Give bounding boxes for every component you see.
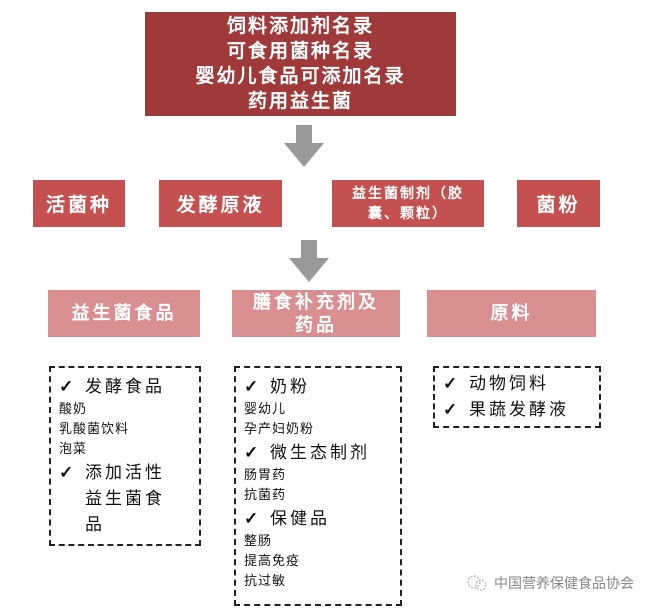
list-raw-materials: ✓ 动物饲料 ✓ 果蔬发酵液 [433,366,601,428]
list-subitem: 婴幼儿 [244,402,287,417]
top-line: 婴幼儿食品可添加名录 [195,65,406,87]
list-subitem: 肠胃药 [244,468,287,483]
list-item: ✓ 保健品 [244,506,392,532]
box-label: 原料 [490,303,533,324]
wechat-logo-icon [467,575,487,591]
regulatory-lists-box: 饲料添加剂名录 可食用菌种名录 婴幼儿食品可添加名录 药用益生菌 [145,12,456,116]
box-label-line: 膳食补充剂及 [253,291,379,313]
box-probiotic-preparations: 益生菌制剂（胶 囊、颗粒） [332,180,484,227]
list-subitem: 泡菜 [59,442,88,457]
list-item: ✓ 微生态制剂 [244,440,392,466]
check-icon: ✓ [443,374,458,394]
check-icon: ✓ [59,463,74,483]
top-line: 可食用菌种名录 [226,40,374,62]
watermark: 中国营养保健食品协会 [466,573,634,593]
box-label-line: 益生菌制剂（胶 [352,185,464,202]
down-arrow-icon [289,240,329,282]
box-label-line: 药品 [295,314,337,336]
list-subitem: 孕产妇奶粉 [244,422,315,437]
box-label-line: 囊、颗粒） [368,205,448,222]
box-label: 发酵原液 [176,194,265,216]
list-probiotic-food: ✓ 发酵食品 酸奶 乳酸菌饮料 泡菜 ✓ 添加活性 益生菌食 品 [49,366,201,546]
list-item: ✓ 动物饲料 [443,371,591,397]
list-subitem: 乳酸菌饮料 [59,422,130,437]
box-probiotic-food: 益生菌食品 [48,290,200,337]
box-live-strains: 活菌种 [33,180,125,227]
list-subitem: 抗过敏 [244,574,287,589]
box-label: 菌粉 [536,194,581,216]
check-icon: ✓ [244,509,259,529]
check-icon: ✓ [443,400,458,420]
list-item: ✓ 奶粉 [244,374,392,400]
top-line: 药用益生菌 [247,90,353,112]
list-supplements: ✓ 奶粉 婴幼儿 孕产妇奶粉 ✓ 微生态制剂 肠胃药 抗菌药 ✓ 保健品 整肠 … [234,366,402,606]
list-subitem: 整肠 [244,534,273,549]
box-label: 益生菌食品 [71,303,177,324]
list-item: ✓ 添加活性 益生菌食 品 [59,460,191,538]
box-fermentation-liquid: 发酵原液 [159,180,282,227]
down-arrow-icon [284,125,324,167]
list-item: ✓ 发酵食品 [59,374,191,400]
check-icon: ✓ [244,443,259,463]
watermark-text: 中国营养保健食品协会 [494,576,634,592]
box-label: 活菌种 [45,194,112,216]
list-subitem: 提高免疫 [244,554,301,569]
check-icon: ✓ [244,377,259,397]
top-line: 饲料添加剂名录 [226,15,374,37]
box-bacterial-powder: 菌粉 [517,180,600,227]
check-icon: ✓ [59,377,74,397]
box-raw-materials: 原料 [427,290,596,337]
list-item: ✓ 果蔬发酵液 [443,397,591,423]
list-subitem: 抗菌药 [244,488,287,503]
box-supplements-drugs: 膳食补充剂及 药品 [232,290,400,337]
list-subitem: 酸奶 [59,402,88,417]
